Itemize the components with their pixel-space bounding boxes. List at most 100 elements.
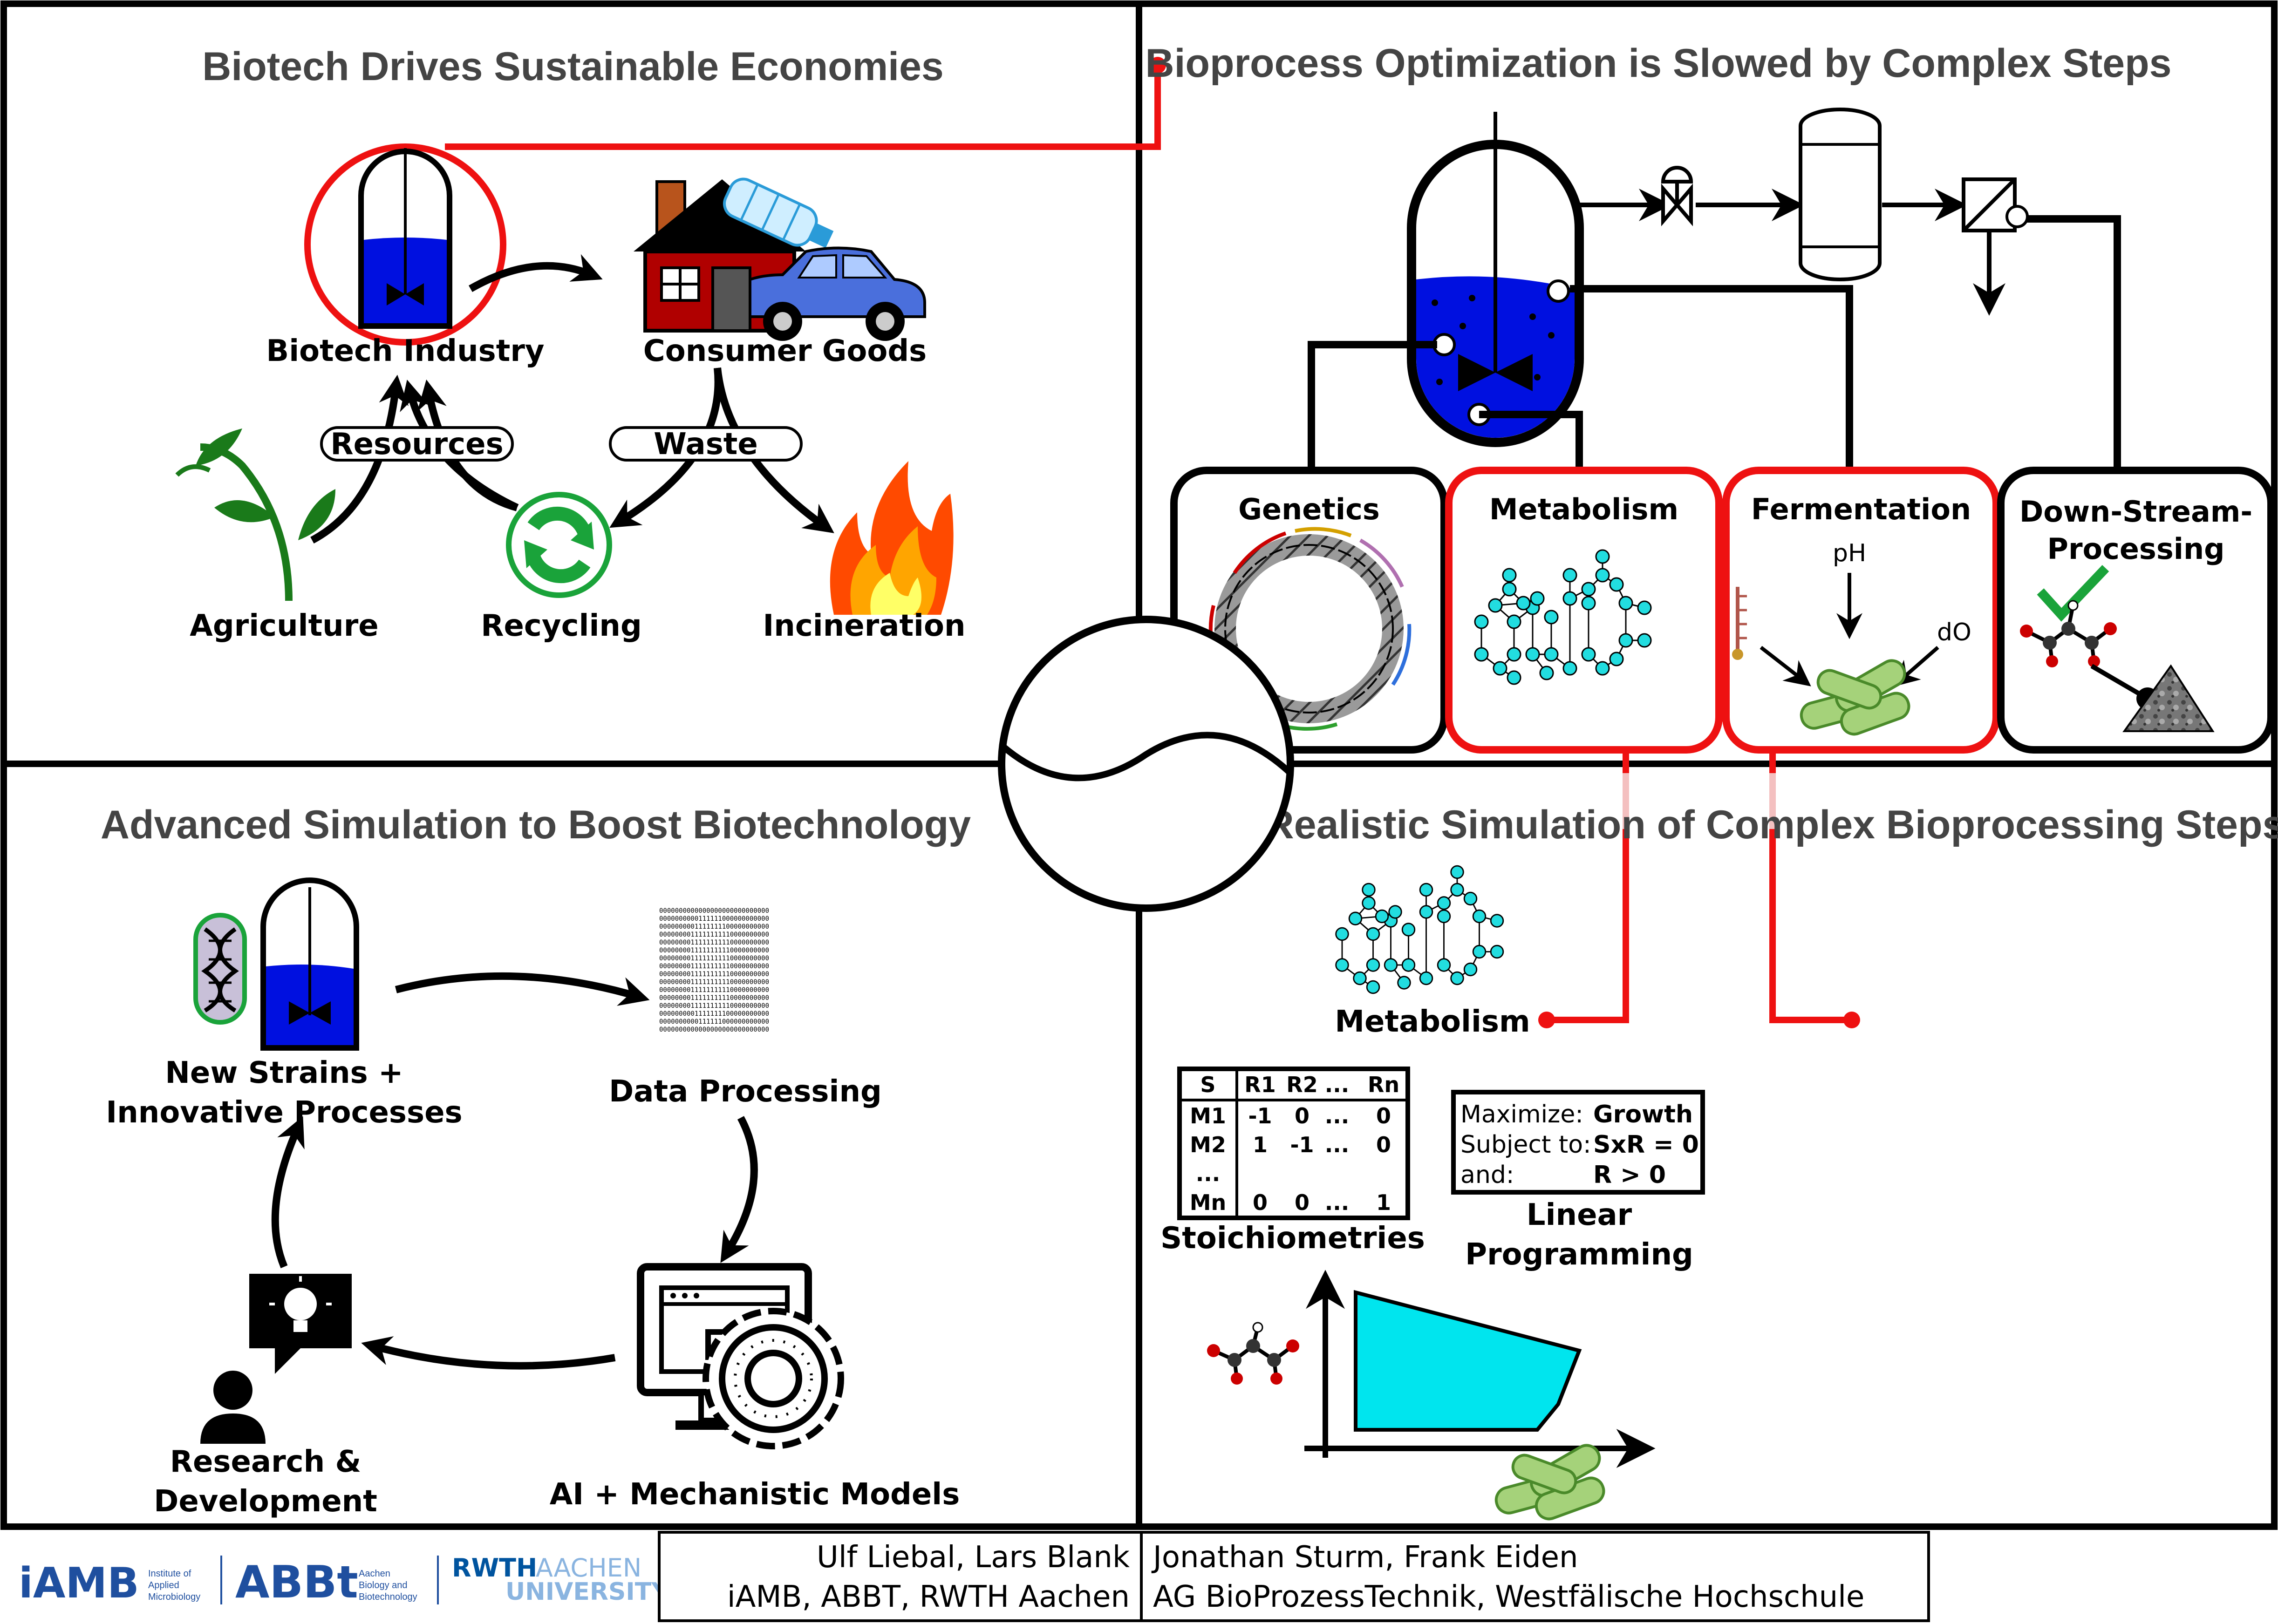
footer-right-line1: Jonathan Sturm, Frank Eiden: [1151, 1540, 1578, 1575]
label-fermentation: Fermentation: [1751, 492, 1971, 526]
label-genetics: Genetics: [1238, 492, 1380, 526]
logo-abbt: ABBt: [235, 1557, 358, 1608]
box-downstream: Down-Stream- Processing: [1997, 467, 2275, 754]
label-incineration: Incineration: [763, 609, 965, 643]
stoich-cell: ...: [1196, 1161, 1220, 1186]
binary-row: 0000000011111111110000000000: [659, 994, 769, 1002]
valve-icon: [1661, 166, 1693, 226]
arrow-rd-to-strains: [271, 1116, 305, 1269]
label-rd-2: Development: [154, 1484, 377, 1519]
label-models: AI + Mechanistic Models: [550, 1477, 960, 1512]
stoich-cell: ...: [1325, 1132, 1349, 1157]
binary-row: 0000000011111111110000000000: [659, 978, 769, 986]
stoich-cell: 0: [1295, 1190, 1310, 1215]
label-metabolism: Metabolism: [1335, 1005, 1530, 1039]
researcher-icon: [200, 1274, 352, 1444]
label-do: dO: [1937, 618, 1971, 646]
panel-top-right: Bioprocess Optimization is Slowed by Com…: [1146, 41, 2275, 1028]
label-waste: Waste: [654, 427, 758, 462]
binary-row: 0000000011111111110000000000: [659, 939, 769, 946]
stoich-header-cell: Rn: [1368, 1072, 1399, 1097]
binary-data-icon: 0000000000000000000000000000000000000011…: [659, 907, 769, 1033]
label-ph: pH: [1833, 539, 1866, 567]
lp-row2-value: SxR = 0: [1593, 1131, 1699, 1159]
binary-row: 0000000000000000000000000000: [659, 907, 769, 915]
stoich-cell: M1: [1190, 1103, 1226, 1128]
panel-title-top-right: Bioprocess Optimization is Slowed by Com…: [1146, 41, 2172, 86]
logo-rwth: RWTH: [452, 1553, 537, 1583]
lp-row3-value: R > 0: [1593, 1161, 1666, 1189]
binary-row: 0000000011111111110000000000: [659, 931, 769, 938]
label-new-strains-1: New Strains +: [165, 1056, 403, 1090]
logo-abbt-sub-3: Biotechnology: [359, 1592, 417, 1602]
center-logo: [998, 616, 1294, 912]
lp-row1-label: Maximize:: [1460, 1101, 1583, 1128]
binary-row: 0000000011111111110000000000: [659, 955, 769, 962]
cells-icon-plot: [1494, 1444, 1605, 1521]
logo-iamb-sub-3: Microbiology: [148, 1592, 200, 1602]
thermometer-icon: [1732, 587, 1747, 660]
footer-left-line1: Ulf Liebal, Lars Blank: [817, 1540, 1130, 1575]
label-recycling: Recycling: [481, 609, 642, 643]
stoich-header-cell: R1: [1244, 1072, 1275, 1097]
vessel-icon: [1799, 108, 1882, 281]
process-line: [1579, 108, 2029, 316]
stoich-cell: 0: [1376, 1132, 1391, 1157]
stoich-cell: 0: [1253, 1190, 1268, 1215]
footer-right-line2: AG BioProzessTechnik, Westfälische Hochs…: [1153, 1580, 1864, 1614]
binary-row: 0000000011111111110000000000: [659, 963, 769, 970]
bioreactor-icon: [304, 143, 506, 346]
metabolic-network-icon: [1474, 549, 1652, 685]
consumer-goods-icon: [634, 177, 926, 341]
binary-row: 0000000000111111000000000000: [659, 915, 769, 923]
label-stoichiometries: Stoichiometries: [1160, 1221, 1425, 1256]
pill-waste: Waste: [609, 426, 803, 462]
binary-row: 0000000001111111100000000000: [659, 1010, 769, 1018]
stoich-header-cell: S: [1200, 1072, 1215, 1097]
lp-box: Maximize: Growth Subject to: SxR = 0 and…: [1451, 1090, 1705, 1195]
red-connectors: [1547, 751, 1852, 1023]
small-reactor-icon: [260, 877, 359, 1051]
filter-icon: [1962, 177, 2029, 232]
stoich-cell: 0: [1376, 1103, 1391, 1128]
label-rd-1: Research &: [170, 1445, 361, 1479]
label-downstream-1: Down-Stream-: [2019, 495, 2252, 529]
logo-abbt-sub-2: Biology and: [359, 1580, 408, 1590]
panel-top-left: Biotech Drives Sustainable Economies: [175, 44, 966, 643]
lp-row2-label: Subject to:: [1460, 1131, 1591, 1159]
logo-rwth-aachen: AACHEN: [536, 1553, 641, 1583]
metabolic-network-large: [1335, 865, 1504, 994]
stoich-cell: ...: [1325, 1190, 1349, 1215]
footer-left-line2: iAMB, ABBT, RWTH Aachen: [727, 1580, 1130, 1614]
panel-title-bottom-right: Realistic Simulation of Complex Bioproce…: [1265, 802, 2278, 847]
lp-row3-label: and:: [1460, 1161, 1514, 1189]
stoich-cell: 0: [1295, 1103, 1310, 1128]
cells-icon: [1800, 659, 1910, 736]
footer-authors: Ulf Liebal, Lars Blank iAMB, ABBT, RWTH …: [658, 1531, 1930, 1622]
binary-row: 0000000001111111100000000000: [659, 923, 769, 931]
checkmark-icon: [2037, 565, 2109, 622]
process-reactor-icon: [1407, 112, 1584, 447]
computer-gear-icon: [637, 1263, 844, 1449]
logo-rwth-university: UNIVERSITY: [505, 1578, 669, 1606]
stoich-cell: M2: [1190, 1132, 1226, 1157]
connector-dot-metabolism: [1538, 1012, 1555, 1028]
label-consumer-goods: Consumer Goods: [643, 334, 927, 368]
panel-title-top-left: Biotech Drives Sustainable Economies: [202, 44, 944, 89]
arrow-data-to-models: [720, 1116, 758, 1263]
label-metabolism-box: Metabolism: [1489, 492, 1678, 526]
arrow-strains-to-data: [395, 972, 650, 1006]
molecule-icon: [2020, 600, 2117, 667]
stoich-cell: -1: [1248, 1103, 1272, 1128]
stoich-cell: 1: [1376, 1190, 1391, 1215]
pill-resources: Resources: [320, 426, 514, 462]
plant-icon: [175, 428, 335, 601]
fire-icon: [830, 461, 954, 615]
logo-iamb-sub-1: Institute of: [148, 1569, 191, 1579]
connector-dot: [1149, 57, 1166, 74]
logo-iamb: iAMB: [19, 1559, 139, 1608]
logo-abbt-sub-1: Aachen: [359, 1569, 390, 1579]
stoich-cell: -1: [1290, 1132, 1314, 1157]
panel-bottom-right: Realistic Simulation of Complex Bioproce…: [1160, 802, 2278, 1521]
